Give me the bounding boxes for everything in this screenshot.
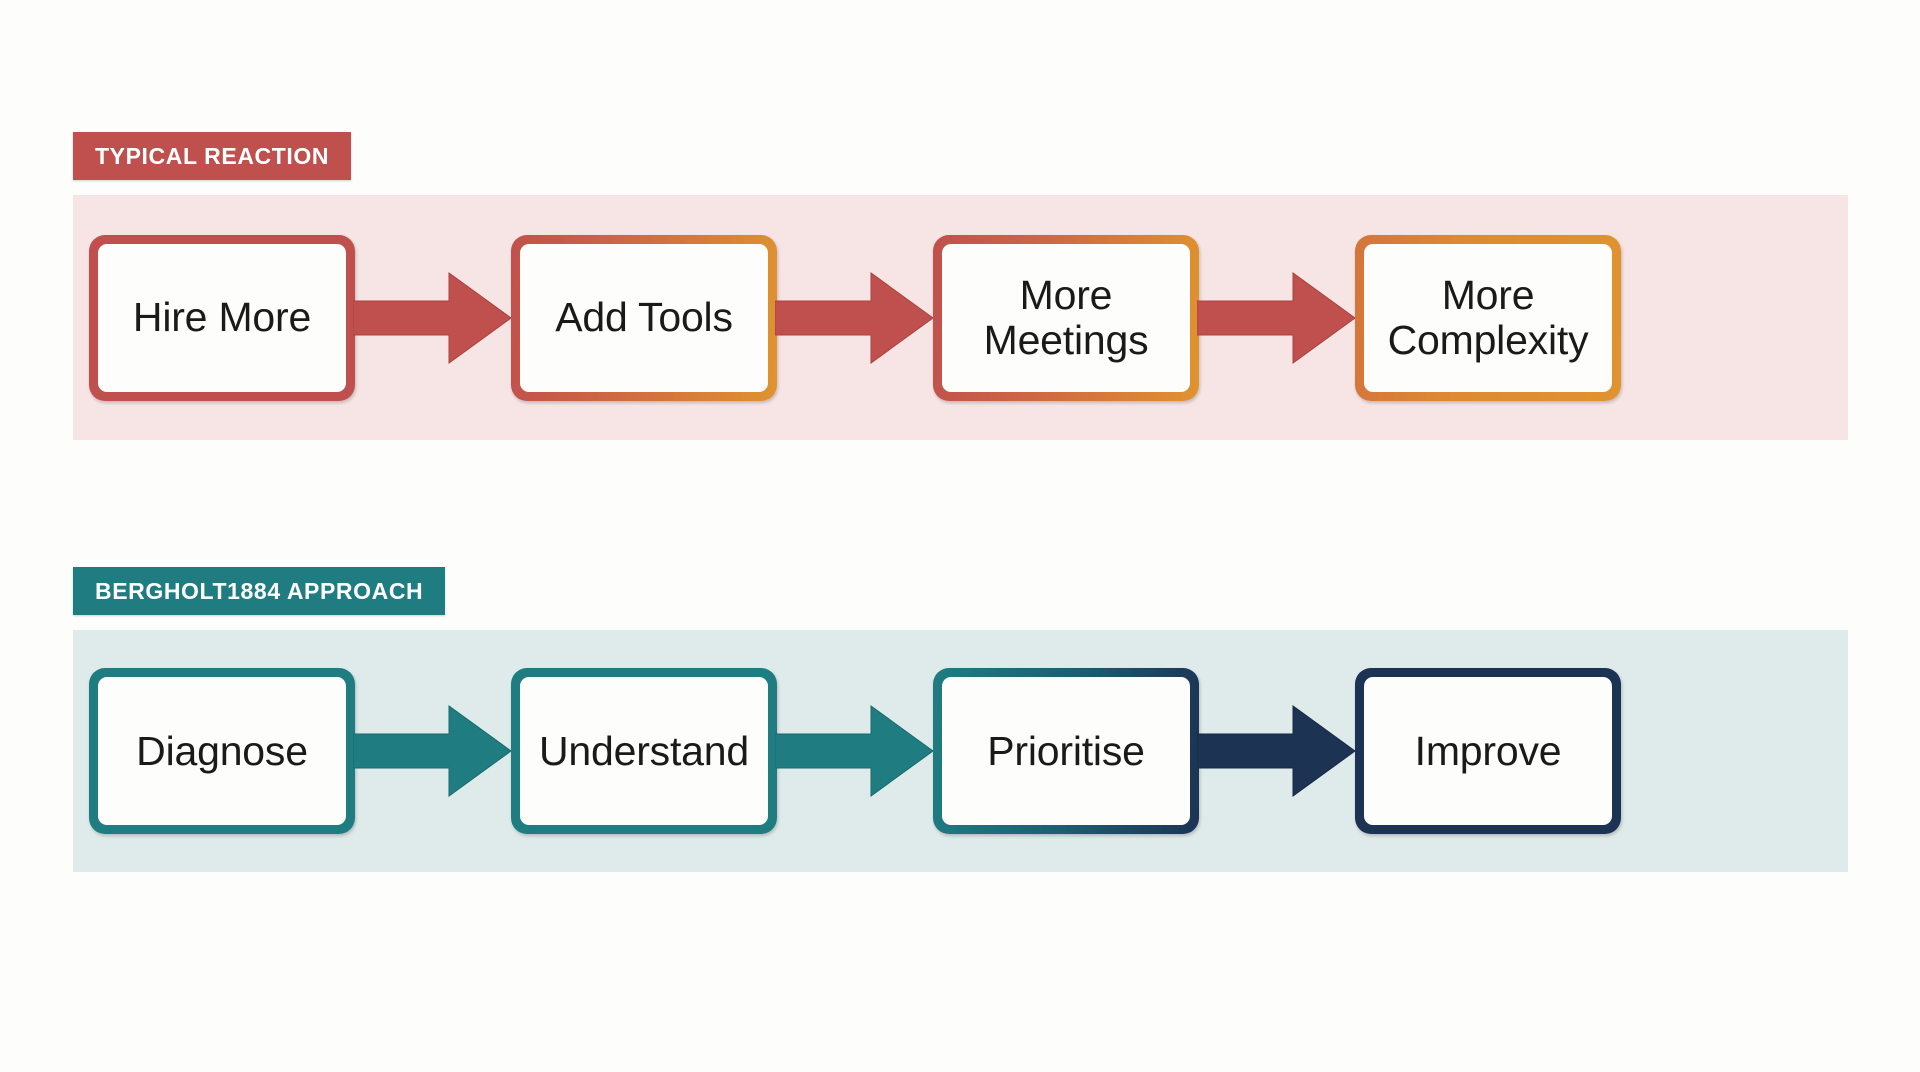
node-hire-more-body: Hire More [98, 243, 346, 392]
arrow-prioritise-to-improve-icon [1197, 696, 1357, 806]
section-band-bergholt1884-approach: Diagnose Understand [73, 630, 1848, 872]
arrow-tools-to-meetings-icon [775, 263, 935, 373]
flow-row-bergholt1884-approach: Diagnose Understand [73, 630, 1848, 872]
section-band-typical-reaction: Hire More Add Tools [73, 195, 1848, 440]
node-diagnose[interactable]: Diagnose [89, 668, 355, 834]
arrow-hire-to-tools-icon [353, 263, 513, 373]
node-understand[interactable]: Understand [511, 668, 777, 834]
node-improve[interactable]: Improve [1355, 668, 1621, 834]
node-more-meetings[interactable]: More Meetings [933, 234, 1199, 401]
arrow-understand-to-prioritise-icon [775, 696, 935, 806]
node-add-tools-label: Add Tools [555, 294, 733, 341]
node-improve-body: Improve [1364, 677, 1612, 825]
node-more-meetings-label: More Meetings [983, 272, 1149, 363]
section-label-typical-reaction: TYPICAL REACTION [73, 132, 352, 180]
section-label-bergholt1884-approach: BERGHOLT1884 APPROACH [73, 567, 446, 615]
node-understand-label: Understand [539, 727, 749, 774]
node-more-complexity-label: More Complexity [1387, 272, 1589, 363]
arrow-diagnose-to-understand-icon [353, 696, 513, 806]
node-hire-more-label: Hire More [132, 294, 312, 341]
node-add-tools-body: Add Tools [520, 243, 768, 392]
node-prioritise[interactable]: Prioritise [933, 668, 1199, 834]
node-add-tools[interactable]: Add Tools [511, 234, 777, 401]
node-more-complexity-body: More Complexity [1364, 243, 1612, 392]
section-bergholt1884-approach: BERGHOLT1884 APPROACH Diagnose [73, 567, 1848, 872]
node-prioritise-label: Prioritise [987, 727, 1145, 774]
node-more-complexity[interactable]: More Complexity [1355, 234, 1621, 401]
section-typical-reaction: TYPICAL REACTION Hire More [73, 132, 1848, 440]
node-diagnose-body: Diagnose [98, 677, 346, 825]
node-more-meetings-body: More Meetings [942, 243, 1190, 392]
node-prioritise-body: Prioritise [942, 677, 1190, 825]
node-improve-label: Improve [1414, 727, 1562, 774]
arrow-meetings-to-complexity-icon [1197, 263, 1357, 373]
flow-row-typical-reaction: Hire More Add Tools [73, 195, 1848, 440]
node-understand-body: Understand [520, 677, 768, 825]
node-hire-more[interactable]: Hire More [89, 234, 355, 401]
node-diagnose-label: Diagnose [136, 727, 308, 774]
